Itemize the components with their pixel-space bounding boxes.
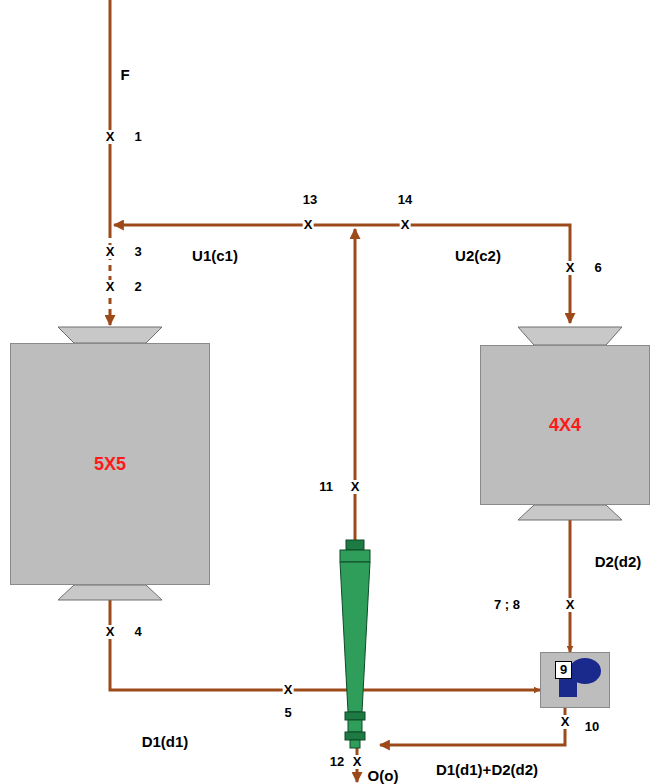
callout-number: 1: [134, 130, 141, 144]
stream-label: D1(d1): [142, 735, 189, 749]
sample-point-mark: X: [565, 598, 576, 612]
sample-point-mark: X: [105, 625, 116, 639]
mill-trunnion: [58, 585, 162, 600]
callout-number: 14: [398, 193, 412, 207]
sample-point-mark: X: [350, 480, 361, 494]
slurry-stream: [569, 505, 572, 652]
mill-label: 5X5: [94, 454, 126, 475]
slurry-stream: [110, 585, 540, 690]
ball-mill: 5X5: [10, 343, 210, 585]
callout-number: 5: [284, 706, 291, 720]
sample-point-mark: X: [400, 218, 411, 232]
sample-point-mark: X: [352, 755, 363, 769]
recycle-line: [355, 225, 570, 323]
sample-point-mark: X: [565, 261, 576, 275]
sample-point-mark: X: [105, 280, 116, 294]
stream-label: O(o): [368, 769, 399, 783]
mill-label: 4X4: [549, 415, 581, 436]
callout-number: 13: [303, 193, 317, 207]
recycle-line: [114, 224, 355, 227]
callout-number: 11: [319, 480, 333, 494]
mill-trunnion: [58, 327, 162, 343]
hydrocyclone: [340, 540, 370, 748]
mill-trunnion: [518, 505, 622, 520]
callout-number: 4: [134, 625, 141, 639]
sample-point-mark: X: [283, 683, 294, 697]
callout-number: 6: [594, 261, 601, 275]
callout-number: 9: [555, 661, 572, 679]
mill-trunnion: [518, 327, 622, 345]
stream-label: F: [120, 68, 129, 82]
stream-label: U1(c1): [192, 249, 238, 263]
callout-number: 3: [134, 245, 141, 259]
callout-number: 7 ; 8: [494, 598, 520, 612]
feed-line: [109, 0, 112, 232]
sample-point-mark: X: [105, 130, 116, 144]
stream-label: U2(c2): [455, 249, 501, 263]
sample-point-mark: X: [105, 245, 116, 259]
sample-point-mark: X: [560, 715, 571, 729]
ball-mill: 4X4: [480, 345, 650, 505]
sample-point-mark: X: [303, 218, 314, 232]
stream-label: D1(d1)+D2(d2): [436, 763, 538, 777]
callout-number: 10: [585, 720, 599, 734]
pump-sump: 9: [540, 652, 610, 708]
stream-label: D2(d2): [595, 555, 642, 569]
pump-symbol: [541, 653, 609, 707]
cyclone-feed-line: [380, 708, 565, 745]
callout-number: 2: [134, 280, 141, 294]
callout-number: 12: [330, 755, 344, 769]
